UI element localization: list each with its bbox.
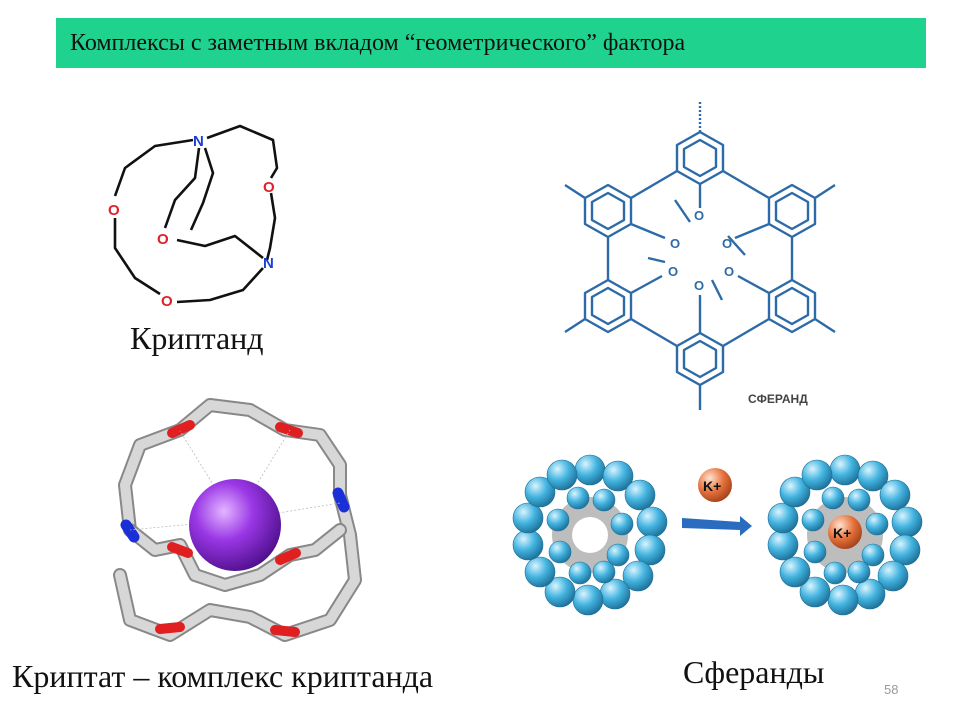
spherand-complexation: K+ K+	[512, 454, 923, 616]
cryptand-o-left: O	[108, 202, 120, 219]
free-potassium-ion: K+	[703, 478, 721, 494]
cryptate-3d-model	[113, 398, 362, 642]
title-bar: Комплексы с заметным вкладом “геометриче…	[56, 18, 926, 68]
cryptand-n-bottom: N	[263, 255, 274, 272]
page-number: 58	[884, 682, 899, 697]
cryptand-structure: N O O O N O	[108, 124, 279, 310]
cryptand-caption: Криптанд	[130, 320, 264, 356]
cryptand-o-right: O	[263, 179, 275, 196]
cryptand-o-inner: O	[157, 231, 169, 248]
spherand-structure: O O O O O O СФЕРАНД	[564, 100, 836, 410]
spherand-o-2: O	[670, 236, 680, 251]
spherand-label: СФЕРАНД	[748, 392, 808, 406]
cryptand-n-top: N	[193, 133, 204, 150]
spherand-o-4: O	[668, 264, 678, 279]
spherand-o-6: O	[694, 278, 704, 293]
cryptate-caption: Криптат – комплекс криптанда	[12, 658, 434, 694]
spherands-caption: Сферанды	[683, 654, 825, 690]
bound-potassium-ion: K+	[833, 525, 851, 541]
spherand-o-3: O	[722, 236, 732, 251]
slide-title: Комплексы с заметным вкладом “геометриче…	[70, 29, 686, 56]
spherand-o-5: O	[724, 264, 734, 279]
spherand-o-1: O	[694, 208, 704, 223]
cryptand-o-bottom: O	[161, 293, 173, 310]
